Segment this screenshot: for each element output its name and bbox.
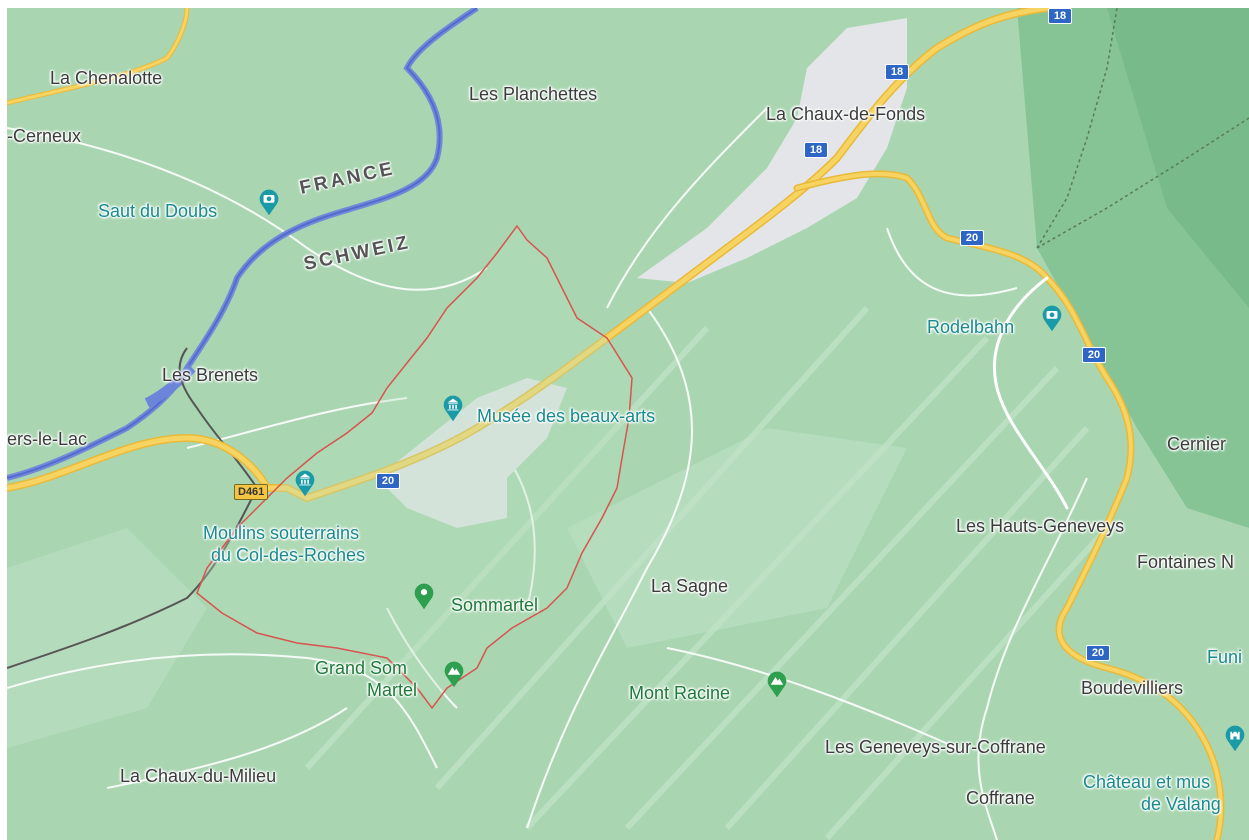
place-label-les-brenets: Les Brenets [162,365,259,385]
route-shield-a20: 20 [1082,347,1106,363]
route-shield-a18: 18 [885,64,909,80]
poi-label-martel[interactable]: Martel [367,680,418,700]
route-shield-a20: 20 [1086,645,1110,661]
route-shield-a20: 20 [376,473,400,489]
mountain-icon[interactable] [440,660,468,688]
commune-boundary [196,224,633,710]
poi-label-saut-du-doubs[interactable]: Saut du Doubs [98,201,218,221]
museum-icon[interactable] [291,469,319,497]
place-pin-icon[interactable] [410,582,438,610]
mountain-icon[interactable] [763,670,791,698]
urban-area-chaux-de-fonds [637,18,907,283]
place-label-la-sagne: La Sagne [651,576,729,596]
place-label-villers-le-lac: ers-le-Lac [7,429,88,449]
urban-area-le-locle [377,378,567,528]
poi-label-col-des-roches[interactable]: du Col-des-Roches [211,545,366,565]
poi-label-mont-racine[interactable]: Mont Racine [629,683,731,703]
place-label-coffrane: Coffrane [966,788,1035,808]
place-label-les-planchettes: Les Planchettes [469,84,598,104]
camera-icon[interactable] [255,188,283,216]
museum-icon[interactable] [439,394,467,422]
place-label-cerneux: -Cerneux [7,126,82,146]
map-base-layer [7,8,1249,840]
place-label-la-chaux-de-fonds: La Chaux-de-Fonds [766,104,926,124]
route-shield-d461: D461 [234,484,269,500]
national-border [7,347,259,669]
poi-label-funi[interactable]: Funi [1207,647,1243,667]
poi-label-rodelbahn[interactable]: Rodelbahn [927,317,1015,337]
route-shield-a18: 18 [1048,8,1072,24]
poi-label-grand-som[interactable]: Grand Som [315,658,408,678]
camera-icon[interactable] [1038,304,1066,332]
poi-label-sommartel[interactable]: Sommartel [451,595,539,615]
map-canvas[interactable]: La Chenalotte -Cerneux Les Planchettes L… [7,8,1249,840]
poi-label-valangin[interactable]: de Valang [1141,794,1221,814]
castle-icon[interactable] [1221,724,1249,752]
place-label-la-chaux-du-milieu: La Chaux-du-Milieu [120,766,277,786]
place-label-boudevilliers: Boudevilliers [1081,678,1184,698]
poi-label-moulins-souterrains[interactable]: Moulins souterrains [203,523,360,543]
place-label-la-chenalotte: La Chenalotte [50,68,163,88]
route-shield-a18: 18 [804,142,828,158]
place-label-les-hauts-geneveys: Les Hauts-Geneveys [956,516,1125,536]
place-label-fontaines: Fontaines N [1137,552,1235,572]
poi-label-musee-des-beaux-arts[interactable]: Musée des beaux-arts [477,406,656,426]
poi-label-chateau[interactable]: Château et mus [1083,772,1211,792]
place-label-cernier: Cernier [1167,434,1227,454]
place-label-les-geneveys-sur-coffrane: Les Geneveys-sur-Coffrane [825,737,1046,757]
route-shield-a20: 20 [960,230,984,246]
